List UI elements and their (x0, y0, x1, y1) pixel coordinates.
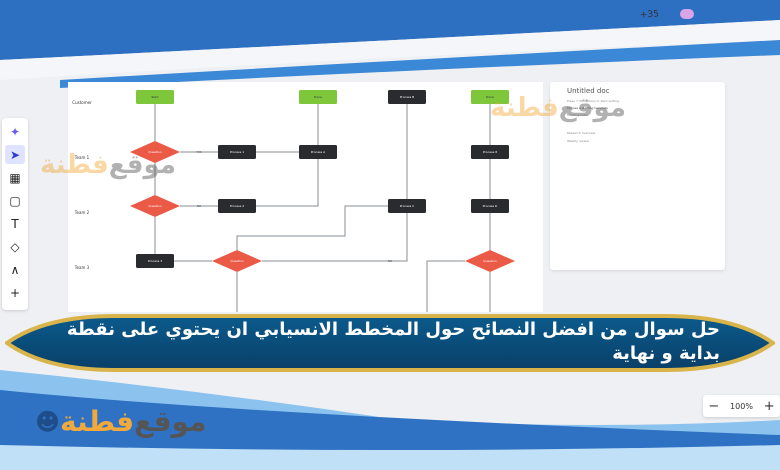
process-node-p3[interactable] (136, 254, 174, 268)
terminal-node-done1[interactable] (299, 90, 337, 104)
flow-edge (236, 205, 388, 250)
lane-label: Customer (72, 100, 92, 105)
edge-label-no: NO (388, 259, 393, 263)
sticky-note-tool-icon[interactable]: ▢ (9, 193, 21, 208)
zoom-control: − 100% + (703, 395, 780, 417)
decision-node-q4[interactable] (465, 250, 515, 272)
terminal-node-done2[interactable] (471, 90, 509, 104)
zoom-out-button[interactable]: − (708, 398, 720, 414)
zoom-level[interactable]: 100% (730, 401, 753, 411)
node-label: Question (483, 259, 497, 263)
head-bulb-icon: ☻ (35, 407, 61, 436)
doc-panel[interactable]: Untitled doc Press '/' for options or st… (550, 82, 725, 270)
avatar[interactable] (680, 9, 694, 19)
select-tool-icon[interactable]: ➤ (5, 145, 25, 164)
process-node-pA[interactable] (299, 145, 337, 159)
node-label: Process 8 (483, 150, 497, 154)
node-label: Question (148, 204, 162, 208)
doc-template-heading: Choose a starting template (567, 106, 608, 110)
doc-hint: Press '/' for options or start writing (567, 99, 619, 103)
doc-title[interactable]: Untitled doc (567, 87, 610, 95)
node-label: Process C (400, 204, 414, 208)
ai-tool-icon[interactable]: ✦ (9, 124, 21, 139)
lane-label: Team 2 (74, 210, 90, 215)
node-label: Question (230, 259, 244, 263)
shapes-tool-icon[interactable]: ◇ (10, 239, 20, 254)
node-label: Process 1 (230, 150, 244, 154)
doc-template-item[interactable]: Meeting notes (567, 113, 589, 117)
lane-label: Team 3 (74, 265, 90, 270)
decision-node-q3[interactable] (212, 250, 262, 272)
node-label: Question (148, 150, 162, 154)
flowchart-canvas[interactable] (68, 82, 543, 312)
pen-tool-icon[interactable]: ∧ (10, 262, 20, 277)
node-label: Process D (483, 204, 498, 208)
node-label: Process A (311, 150, 326, 154)
node-label: Process 3 (148, 259, 162, 263)
process-node-p8[interactable] (471, 145, 509, 159)
flow-edge (426, 260, 465, 312)
add-tool-icon[interactable]: + (9, 285, 21, 300)
table-tool-icon[interactable]: ▦ (9, 170, 21, 185)
flow-edge (262, 213, 408, 262)
banner-text: حل سوال من افضل النصائح حول المخطط الانس… (66, 319, 720, 364)
node-label: Done (314, 95, 322, 99)
node-label: Process 2 (230, 204, 244, 208)
title-banner (5, 314, 775, 372)
terminal-node-start[interactable] (136, 90, 174, 104)
node-label: Start (151, 95, 159, 99)
decision-node-q2[interactable] (130, 195, 180, 217)
decision-node-q1[interactable] (130, 141, 180, 163)
lane-label: Team 1 (74, 155, 90, 160)
node-label: Done (486, 95, 494, 99)
doc-template-item[interactable]: Research overview (567, 131, 596, 135)
flow-edge (256, 159, 319, 207)
header-swoosh-decoration (0, 0, 780, 88)
footer-swoosh-decoration (0, 370, 780, 470)
process-node-p2[interactable] (218, 199, 256, 213)
doc-template-item[interactable]: Weekly review (567, 139, 589, 143)
process-node-processB[interactable] (388, 90, 426, 104)
process-node-pC[interactable] (388, 199, 426, 213)
left-toolbar: ✦ ➤ ▦ ▢ T ◇ ∧ + (2, 118, 28, 310)
edge-label-yes: YES (196, 150, 202, 154)
node-label: Process B (400, 95, 414, 99)
text-tool-icon[interactable]: T (11, 216, 19, 231)
process-node-pD[interactable] (471, 199, 509, 213)
zoom-in-button[interactable]: + (763, 398, 775, 414)
process-node-p1[interactable] (218, 145, 256, 159)
edge-label-no: NO (197, 204, 202, 208)
